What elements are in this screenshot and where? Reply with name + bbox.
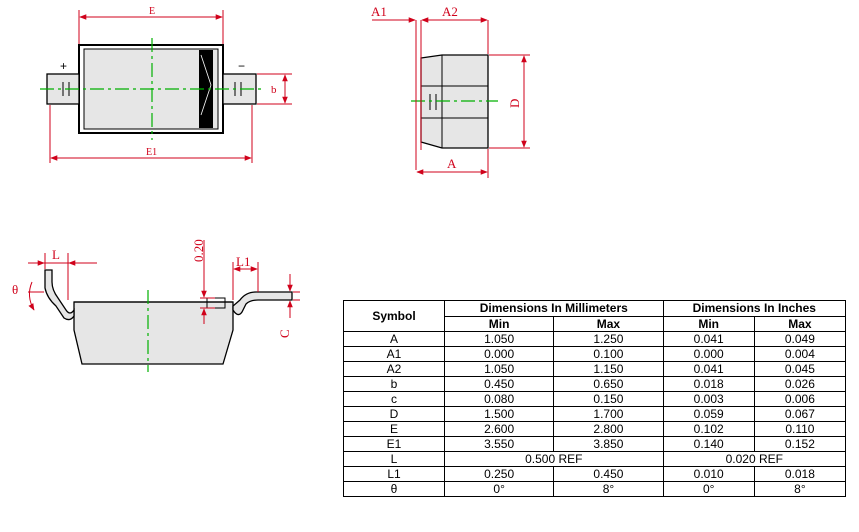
symbol-cell: L: [343, 451, 445, 467]
minus-sign: −: [238, 59, 245, 73]
table-row: c 0.080 0.150 0.003 0.006: [343, 391, 847, 407]
symbol-cell: L1: [343, 466, 445, 482]
mm-min-cell: 0.080: [443, 391, 555, 407]
table-row: A1 0.000 0.100 0.000 0.004: [343, 346, 847, 362]
mm-min-cell: 0°: [443, 481, 555, 497]
in-min-cell: 0.102: [662, 421, 755, 437]
dim-label-D: D: [507, 99, 522, 108]
in-min-cell: 0.010: [662, 466, 755, 482]
symbol-cell: θ: [343, 481, 445, 497]
mm-max-cell: 8°: [553, 481, 664, 497]
inches-header: Dimensions In Inches: [662, 300, 847, 317]
symbol-cell: E1: [343, 436, 445, 452]
dim-label-A2: A2: [442, 4, 458, 19]
mm-max-cell: 3.850: [553, 436, 664, 452]
in-max-cell: 0.110: [753, 421, 847, 437]
dim-label-theta: θ: [12, 282, 18, 297]
in-min-cell: 0.000: [662, 346, 755, 362]
dimensions-table: Symbol Dimensions In Millimeters Dimensi…: [343, 300, 847, 497]
table-row: D 1.500 1.700 0.059 0.067: [343, 406, 847, 422]
dim-label-c: C: [277, 329, 292, 338]
in-min-cell: 0.018: [662, 376, 755, 392]
mm-ref-cell: 0.500 REF: [444, 451, 664, 467]
mm-max-cell: 0.650: [553, 376, 664, 392]
table-row: A 1.050 1.250 0.041 0.049: [343, 331, 847, 347]
mm-min-header: Min: [443, 315, 555, 332]
mm-min-cell: 1.050: [443, 331, 555, 347]
plus-sign: +: [60, 59, 67, 73]
in-max-cell: 0.045: [753, 361, 847, 377]
in-max-cell: 0.004: [753, 346, 847, 362]
in-max-cell: 0.067: [753, 406, 847, 422]
side-view: A1 A2 D A: [371, 4, 530, 178]
dim-label-E1: E1: [146, 147, 157, 158]
mm-max-cell: 0.100: [553, 346, 664, 362]
dim-label-E: E: [149, 6, 155, 17]
table-row: A2 1.050 1.150 0.041 0.045: [343, 361, 847, 377]
mm-min-cell: 2.600: [443, 421, 555, 437]
table-row: E1 3.550 3.850 0.140 0.152: [343, 436, 847, 452]
table-row: b 0.450 0.650 0.018 0.026: [343, 376, 847, 392]
mm-max-cell: 1.700: [553, 406, 664, 422]
mm-max-cell: 1.150: [553, 361, 664, 377]
symbol-cell: E: [343, 421, 445, 437]
in-max-cell: 0.152: [753, 436, 847, 452]
mm-min-cell: 0.000: [443, 346, 555, 362]
in-min-cell: 0.059: [662, 406, 755, 422]
table-row: θ 0° 8° 0° 8°: [343, 481, 847, 497]
symbol-cell: c: [343, 391, 445, 407]
in-max-cell: 0.026: [753, 376, 847, 392]
in-min-cell: 0.140: [662, 436, 755, 452]
table-row: L1 0.250 0.450 0.010 0.018: [343, 466, 847, 482]
mm-header: Dimensions In Millimeters: [444, 300, 664, 317]
symbol-cell: A1: [343, 346, 445, 362]
dim-label-L1: L1: [236, 254, 250, 269]
dim-label-A1: A1: [371, 4, 387, 19]
mm-min-cell: 1.050: [443, 361, 555, 377]
in-min-cell: 0.041: [662, 361, 755, 377]
mm-min-cell: 1.500: [443, 406, 555, 422]
in-min-header: Min: [662, 315, 755, 332]
dim-label-0-20: 0.20: [191, 239, 206, 262]
dim-label-b: b: [271, 84, 277, 96]
symbol-cell: A: [343, 331, 445, 347]
mm-min-cell: 0.450: [443, 376, 555, 392]
in-max-cell: 8°: [753, 481, 847, 497]
table-row: L 0.500 REF 0.020 REF: [343, 451, 847, 467]
in-min-cell: 0.041: [662, 331, 755, 347]
symbol-cell: b: [343, 376, 445, 392]
dim-label-L: L: [52, 247, 60, 262]
symbol-header: Symbol: [343, 300, 445, 332]
mm-min-cell: 0.250: [443, 466, 555, 482]
table-row: E 2.600 2.800 0.102 0.110: [343, 421, 847, 437]
symbol-cell: A2: [343, 361, 445, 377]
in-max-cell: 0.006: [753, 391, 847, 407]
mm-max-cell: 2.800: [553, 421, 664, 437]
front-view: L θ 0.20 L1 C: [12, 239, 300, 372]
mm-max-cell: 1.250: [553, 331, 664, 347]
mm-max-cell: 0.150: [553, 391, 664, 407]
in-min-cell: 0°: [662, 481, 755, 497]
mm-max-cell: 0.450: [553, 466, 664, 482]
in-max-cell: 0.049: [753, 331, 847, 347]
dim-label-A: A: [447, 156, 457, 171]
symbol-cell: D: [343, 406, 445, 422]
in-max-cell: 0.018: [753, 466, 847, 482]
top-view: + − E E1 b: [40, 6, 292, 163]
mm-min-cell: 3.550: [443, 436, 555, 452]
in-max-header: Max: [753, 315, 847, 332]
mm-max-header: Max: [553, 315, 664, 332]
in-ref-cell: 0.020 REF: [662, 451, 847, 467]
in-min-cell: 0.003: [662, 391, 755, 407]
